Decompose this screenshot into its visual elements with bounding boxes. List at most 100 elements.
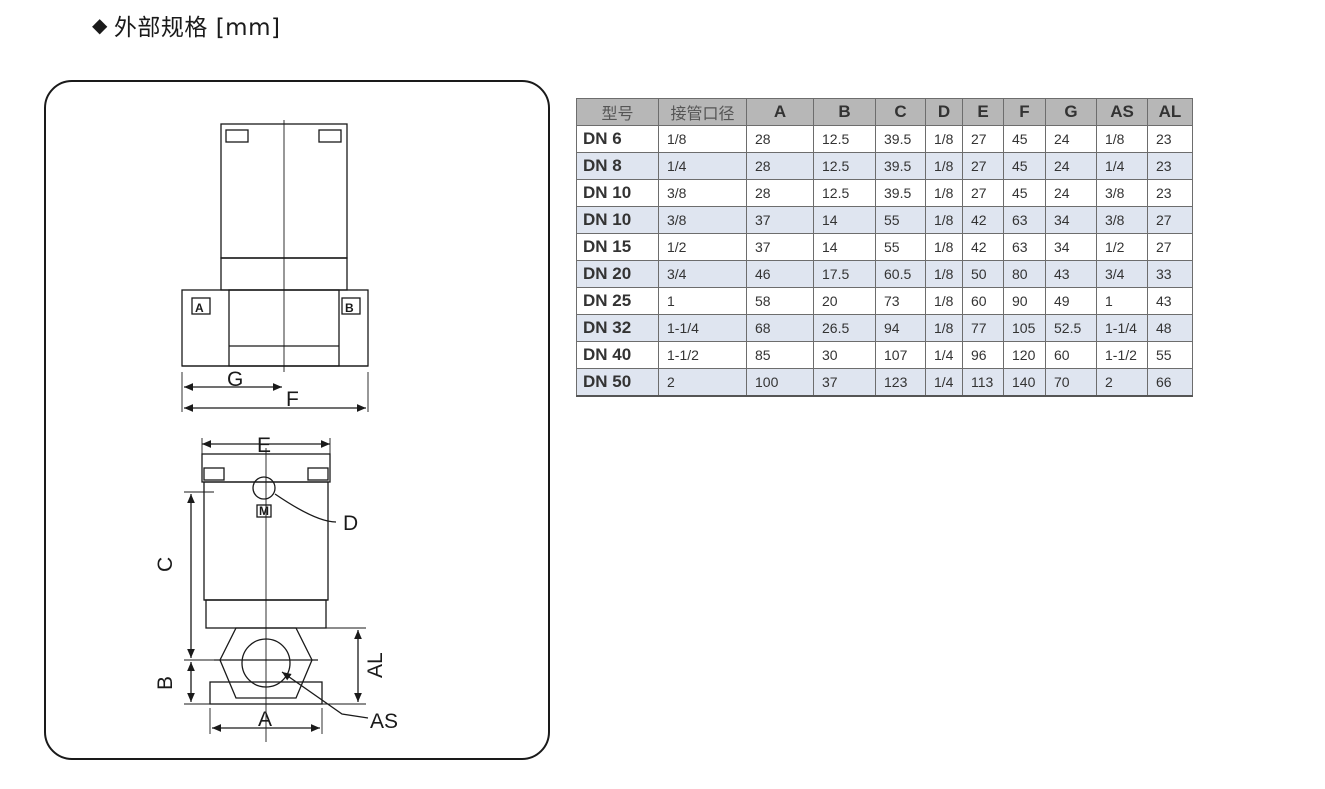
port-a-label: A (195, 301, 204, 315)
cell-d: 1/8 (925, 287, 963, 315)
cell-g: 24 (1045, 179, 1097, 207)
cell-port-size: 3/8 (658, 179, 747, 207)
cell-g: 24 (1045, 125, 1097, 153)
section-heading: ◆ 外部规格 [mm] (92, 8, 280, 42)
valve-front-view (181, 120, 369, 412)
cell-port-size: 3/8 (658, 206, 747, 234)
cell-f: 140 (1003, 368, 1046, 397)
cell-g: 24 (1045, 152, 1097, 180)
cell-model: DN 15 (576, 233, 659, 261)
cell-g: 34 (1045, 233, 1097, 261)
cell-al: 23 (1147, 152, 1193, 180)
cell-a: 100 (746, 368, 814, 397)
cell-a: 46 (746, 260, 814, 288)
cell-e: 27 (962, 152, 1004, 180)
cell-a: 68 (746, 314, 814, 342)
cell-al: 43 (1147, 287, 1193, 315)
header-g: G (1045, 98, 1097, 126)
cell-a: 37 (746, 206, 814, 234)
cell-c: 55 (875, 206, 926, 234)
cell-d: 1/8 (925, 314, 963, 342)
dim-a-label: A (258, 708, 272, 731)
section-heading-text: 外部规格 [mm] (113, 15, 281, 41)
cell-b: 14 (813, 233, 876, 261)
dim-al-label: AL (364, 652, 387, 678)
cell-as: 1/2 (1096, 233, 1148, 261)
dim-e-label: E (257, 434, 271, 457)
cell-e: 77 (962, 314, 1004, 342)
dim-as-label: AS (370, 710, 398, 733)
cell-e: 96 (962, 341, 1004, 369)
cell-port-size: 1/4 (658, 152, 747, 180)
cell-as: 3/4 (1096, 260, 1148, 288)
cell-port-size: 1/2 (658, 233, 747, 261)
cell-as: 1-1/2 (1096, 341, 1148, 369)
header-d: D (925, 98, 963, 126)
cell-d: 1/8 (925, 179, 963, 207)
cell-al: 23 (1147, 125, 1193, 153)
cell-c: 123 (875, 368, 926, 397)
cell-port-size: 1 (658, 287, 747, 315)
cell-d: 1/4 (925, 368, 963, 397)
cell-model: DN 50 (576, 368, 659, 397)
cell-al: 27 (1147, 206, 1193, 234)
valve-side-view (184, 438, 369, 742)
cell-model: DN 8 (576, 152, 659, 180)
header-as: AS (1096, 98, 1148, 126)
cell-a: 58 (746, 287, 814, 315)
cell-as: 2 (1096, 368, 1148, 397)
cell-as: 1/8 (1096, 125, 1148, 153)
cell-e: 27 (962, 125, 1004, 153)
cell-al: 66 (1147, 368, 1193, 397)
cell-c: 94 (875, 314, 926, 342)
cell-model: DN 6 (576, 125, 659, 153)
cell-e: 60 (962, 287, 1004, 315)
cell-model: DN 25 (576, 287, 659, 315)
cell-g: 43 (1045, 260, 1097, 288)
cell-c: 39.5 (875, 152, 926, 180)
cell-model: DN 20 (576, 260, 659, 288)
cell-e: 27 (962, 179, 1004, 207)
cell-model: DN 10 (576, 179, 659, 207)
cell-g: 49 (1045, 287, 1097, 315)
cell-b: 20 (813, 287, 876, 315)
cell-al: 27 (1147, 233, 1193, 261)
cell-b: 30 (813, 341, 876, 369)
dim-c-label: C (154, 557, 177, 572)
cell-b: 37 (813, 368, 876, 397)
cell-g: 34 (1045, 206, 1097, 234)
cell-e: 42 (962, 233, 1004, 261)
dimension-drawing-frame: A B G F E M D C B AL A AS (44, 80, 550, 760)
cell-as: 1/4 (1096, 152, 1148, 180)
cell-al: 33 (1147, 260, 1193, 288)
header-al: AL (1147, 98, 1193, 126)
cell-g: 60 (1045, 341, 1097, 369)
cell-g: 52.5 (1045, 314, 1097, 342)
cell-b: 17.5 (813, 260, 876, 288)
cell-model: DN 32 (576, 314, 659, 342)
dim-f-label: F (286, 388, 299, 411)
cell-f: 90 (1003, 287, 1046, 315)
cell-f: 45 (1003, 179, 1046, 207)
cell-d: 1/8 (925, 152, 963, 180)
cell-c: 107 (875, 341, 926, 369)
cell-d: 1/8 (925, 233, 963, 261)
cell-a: 85 (746, 341, 814, 369)
cell-al: 48 (1147, 314, 1193, 342)
cell-d: 1/8 (925, 260, 963, 288)
cell-b: 12.5 (813, 179, 876, 207)
cell-f: 105 (1003, 314, 1046, 342)
dim-d-label: D (343, 512, 358, 535)
cell-e: 50 (962, 260, 1004, 288)
header-f: F (1003, 98, 1046, 126)
cell-c: 60.5 (875, 260, 926, 288)
cell-g: 70 (1045, 368, 1097, 397)
